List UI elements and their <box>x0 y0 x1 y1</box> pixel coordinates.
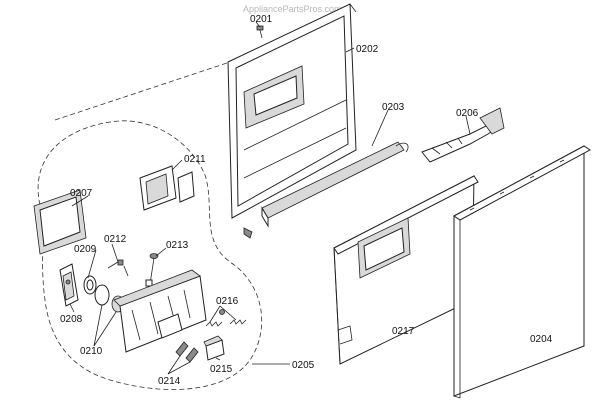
part-0202-inner-door-panel <box>227 3 357 219</box>
callout-0206: 0206 <box>456 108 479 119</box>
callout-0207: 0207 <box>70 188 93 199</box>
part-0217-door-trim-panel <box>333 175 479 365</box>
callout-0215: 0215 <box>210 364 233 375</box>
watermark: AppliancePartsPros.com <box>243 4 342 14</box>
callout-0203: 0203 <box>382 102 405 113</box>
part-0206-hinge-bracket <box>421 107 505 163</box>
callout-0210: 0210 <box>80 346 103 357</box>
part-0209-ring <box>83 275 97 295</box>
part-0212-pin <box>107 259 129 277</box>
part-0205-control-module <box>113 269 207 353</box>
callout-0217: 0217 <box>392 326 415 337</box>
callout-0216: 0216 <box>216 296 239 307</box>
assembly-boundary-0205 <box>37 61 263 390</box>
callout-0213: 0213 <box>166 240 189 251</box>
part-0214-clips <box>175 341 199 363</box>
callout-0208: 0208 <box>60 314 83 325</box>
part-0204-outer-door-panel <box>453 145 591 399</box>
part-0213-screw-post <box>145 253 159 287</box>
leader-lines <box>69 21 471 375</box>
callout-0202: 0202 <box>356 44 379 55</box>
part-0211-grille-cover <box>139 165 195 211</box>
callout-0212: 0212 <box>104 234 127 245</box>
callout-0201: 0201 <box>250 14 273 25</box>
part-0216-springs <box>205 309 247 327</box>
callout-0214: 0214 <box>158 376 181 387</box>
part-0207-seal-frame <box>33 189 87 255</box>
part-0203-trim-strip <box>243 141 409 239</box>
callout-0211: 0211 <box>184 154 206 165</box>
callout-0205: 0205 <box>292 360 315 371</box>
callout-0204: 0204 <box>530 334 553 345</box>
part-0201-screw <box>256 25 264 39</box>
callout-0209: 0209 <box>74 244 97 255</box>
part-0215-block <box>203 335 225 361</box>
part-0208-control-switch <box>59 263 79 307</box>
